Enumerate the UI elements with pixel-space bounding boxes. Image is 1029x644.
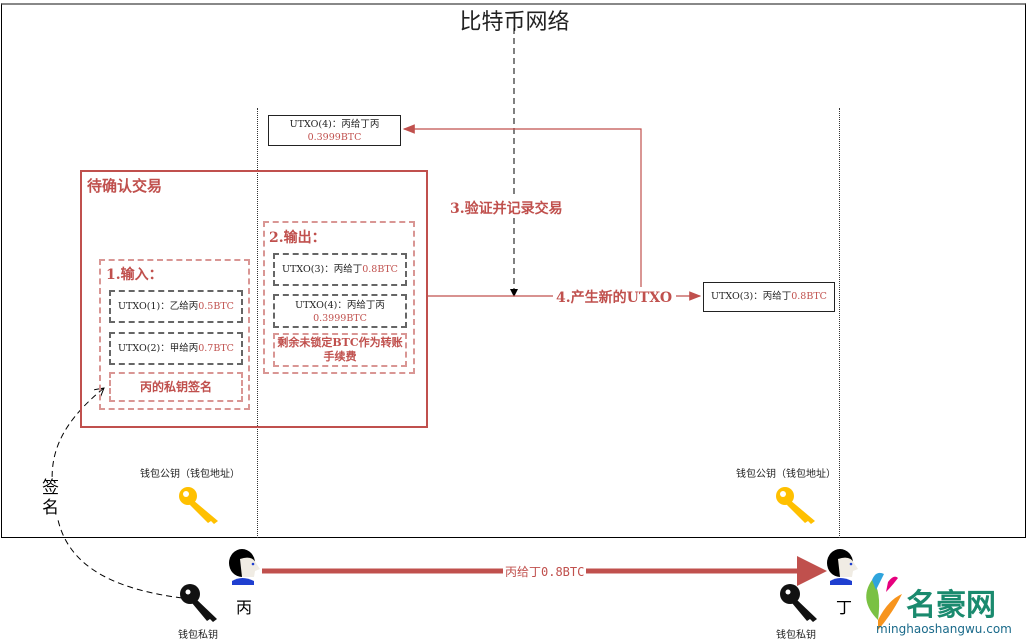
utxo-amount: 0.8BTC [362, 264, 398, 275]
new-utxo4-box: UTXO(4)：丙给丁丙 0.3999BTC [268, 115, 401, 146]
new-utxo3-box: UTXO(3)：丙给丁0.8BTC [703, 282, 835, 312]
output-utxo-4: UTXO(4)：丙给丁丙 0.3999BTC [273, 294, 407, 328]
sign-label: 签名 [42, 478, 60, 518]
output-utxo-3: UTXO(3)：丙给丁0.8BTC [273, 253, 407, 286]
right-person-name: 丁 [836, 598, 853, 617]
inputs-title: 1.输入： [106, 267, 163, 283]
utxo-label: UTXO(2)：甲给丙 [118, 343, 199, 354]
pending-transaction-box [80, 170, 428, 428]
input-utxo-1: UTXO(1)：乙给丙0.5BTC [109, 290, 243, 323]
left-public-key-label: 钱包公钥（钱包地址） [140, 469, 240, 480]
private-key-signature: 丙的私钥签名 [109, 372, 243, 402]
left-person-name: 丙 [236, 598, 253, 617]
utxo-label: UTXO(3)：丙给丁 [711, 291, 792, 302]
utxo-amount: 0.3999BTC [313, 313, 367, 324]
utxo-amount: 0.8BTC [791, 291, 827, 302]
step-new-utxo-label: 4.产生新的UTXO [556, 287, 673, 307]
utxo-label: UTXO(3)：丙给丁 [282, 264, 363, 275]
signature-curve [51, 388, 183, 599]
watermark-url: minghaoshangwu.com [876, 622, 1012, 636]
outputs-section [263, 221, 415, 374]
utxo-amount: 0.3999BTC [307, 132, 362, 143]
utxo-label: UTXO(4)：丙给丁丙 [295, 300, 385, 311]
left-party-boundary [257, 108, 258, 538]
verify-to-utxo4-arrow [402, 124, 642, 287]
outputs-title: 2.输出： [269, 230, 326, 246]
fee-note: 剩余未锁定BTC作为转账手续费 [273, 333, 407, 367]
watermark-name: 名豪网 [906, 588, 996, 623]
utxo-amount: 0.7BTC [198, 343, 234, 354]
input-utxo-2: UTXO(2)：甲给丙0.7BTC [109, 332, 243, 365]
right-public-key-label: 钱包公钥（钱包地址） [736, 469, 836, 480]
utxo-label: UTXO(1)：乙给丙 [118, 301, 199, 312]
step-verify-label: 3.验证并记录交易 [450, 198, 563, 218]
bitcoin-network-frame [1, 3, 1026, 538]
utxo-amount: 0.5BTC [198, 301, 234, 312]
utxo-label: UTXO(4)：丙给丁丙 [289, 119, 380, 130]
pending-transaction-title: 待确认交易 [87, 177, 163, 195]
left-private-key-label: 钱包私钥 [178, 630, 218, 641]
inputs-section [99, 259, 250, 410]
right-private-key-label: 钱包私钥 [776, 630, 816, 641]
right-party-boundary [839, 108, 840, 538]
transfer-label: 丙给丁0.8BTC [503, 563, 587, 580]
